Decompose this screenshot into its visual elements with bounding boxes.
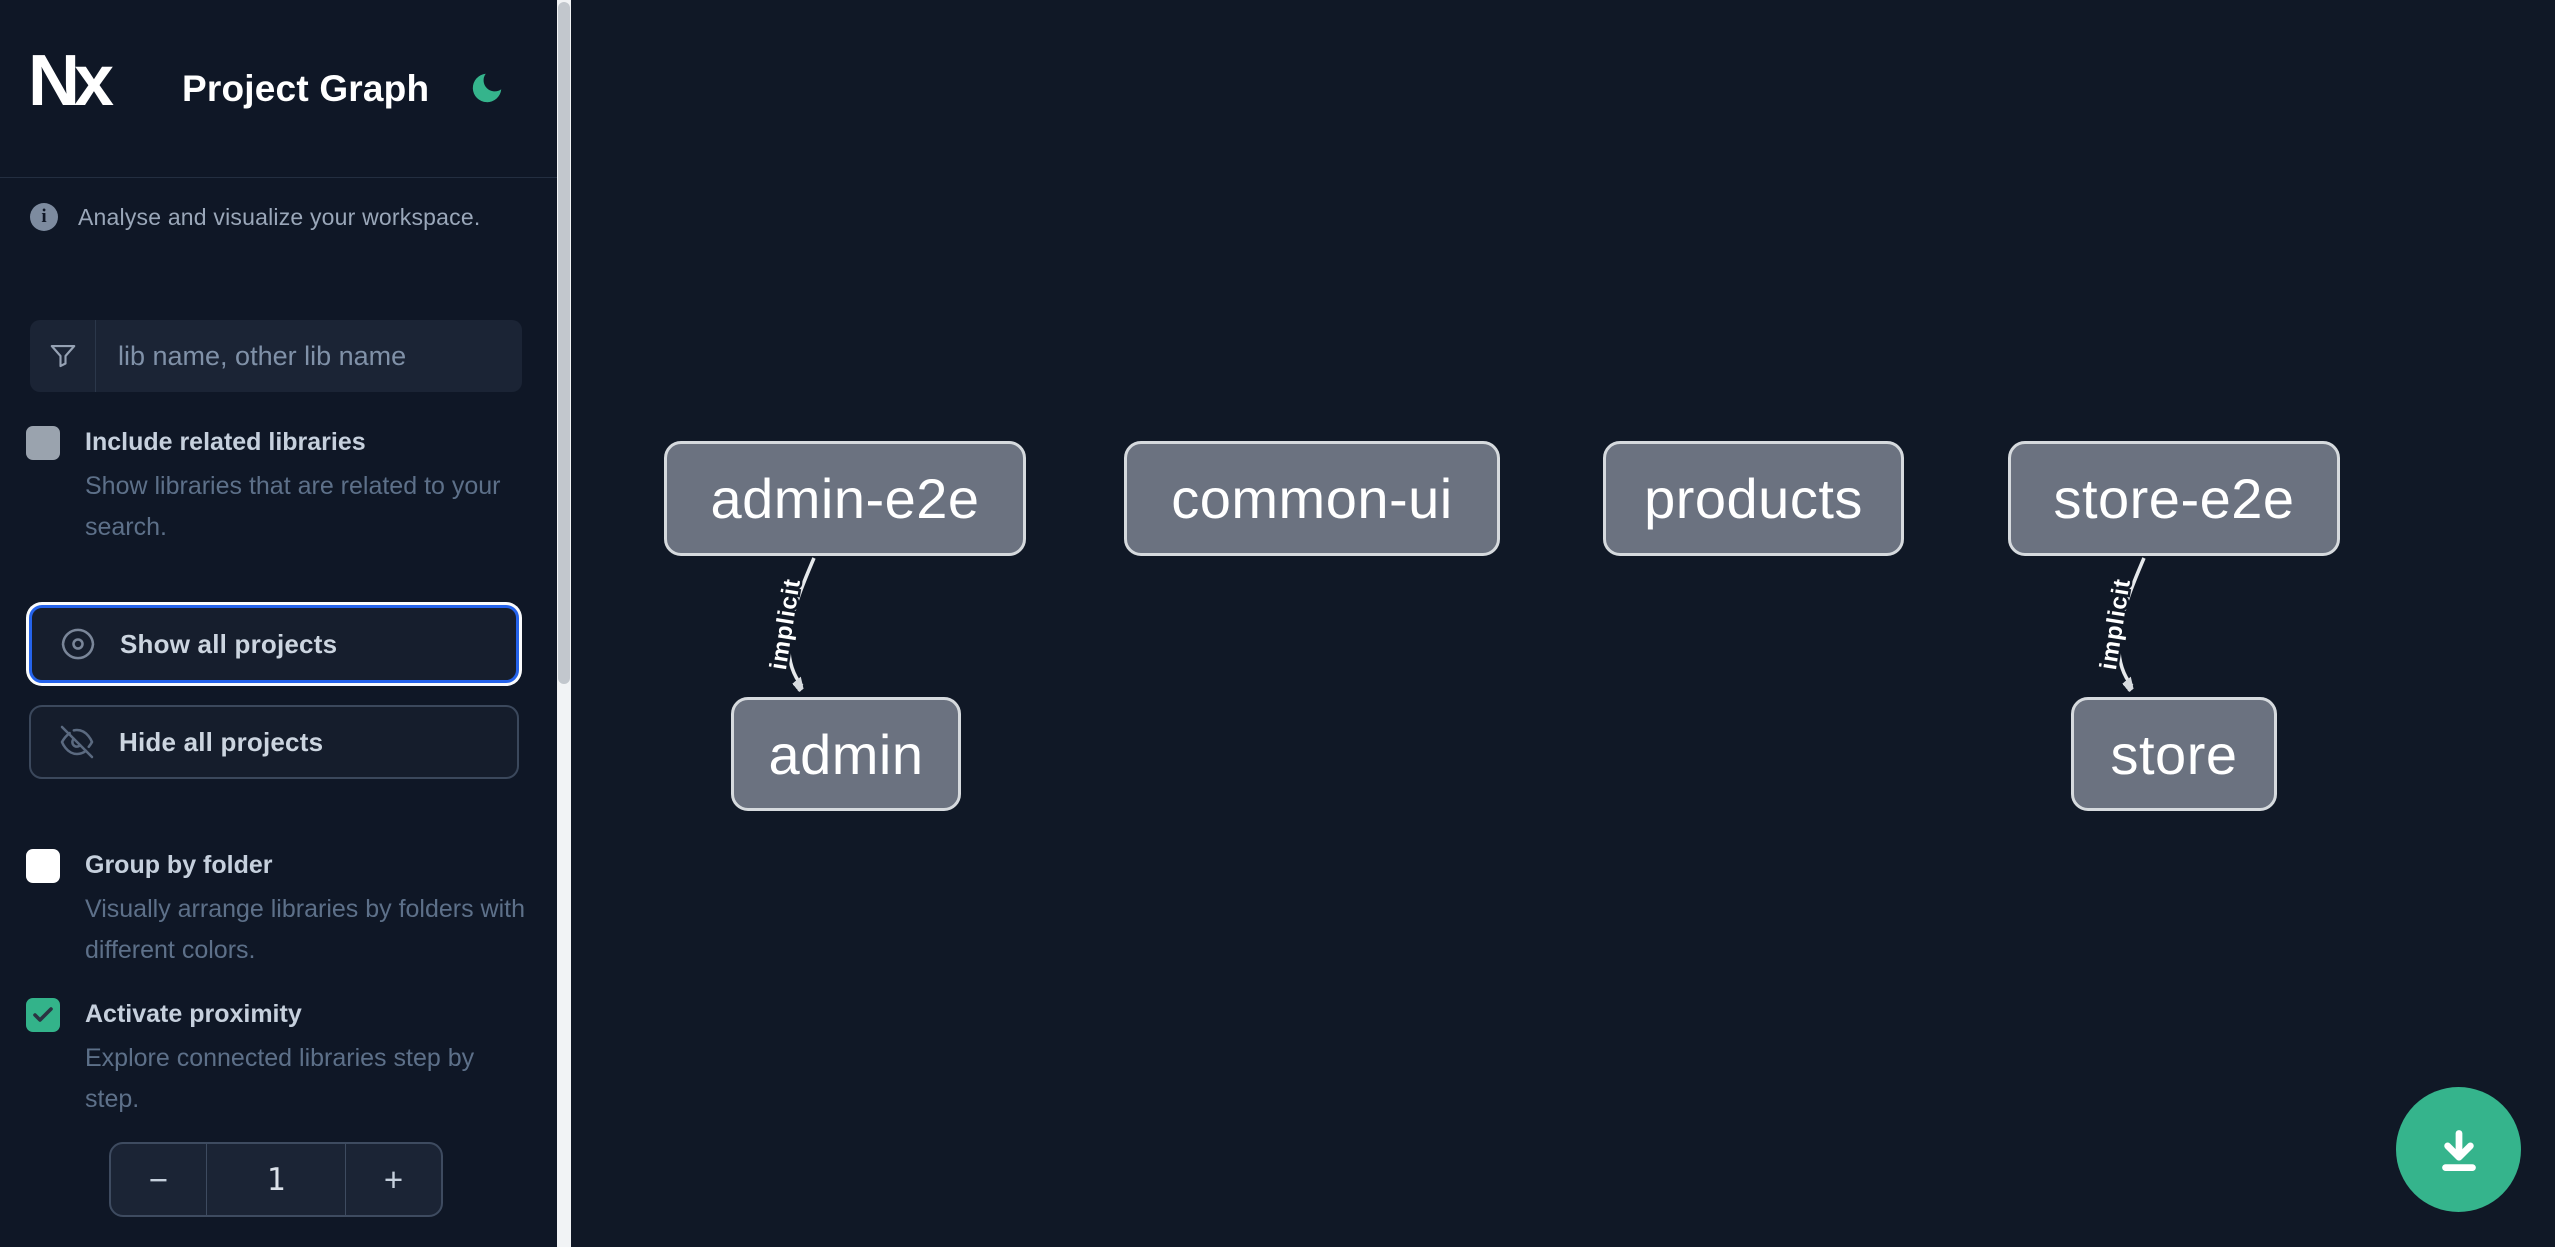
- info-icon: i: [30, 203, 58, 231]
- activate-proximity-option: Activate proximity Explore connected lib…: [26, 996, 510, 1120]
- graph-node-products[interactable]: products: [1603, 441, 1904, 556]
- sidebar-scrollbar-track[interactable]: [557, 0, 571, 1247]
- include-related-description: Show libraries that are related to your …: [85, 472, 501, 541]
- activate-proximity-checkbox[interactable]: [26, 998, 60, 1032]
- proximity-increment-button[interactable]: +: [345, 1144, 441, 1215]
- sidebar-header: Nx Project Graph: [0, 0, 557, 178]
- group-by-folder-label: Group by folder: [85, 851, 273, 879]
- edge-label-implicit: implicit: [2095, 577, 2136, 672]
- download-icon: [2441, 1129, 2476, 1171]
- graph-node-store[interactable]: store: [2071, 697, 2277, 811]
- library-filter-input[interactable]: [96, 320, 522, 392]
- edge-label-implicit: implicit: [765, 577, 806, 672]
- include-related-label: Include related libraries: [85, 428, 366, 456]
- workspace-info: i Analyse and visualize your workspace.: [30, 203, 480, 231]
- filter-search-box: [30, 320, 522, 392]
- include-related-libraries-option: Include related libraries Show libraries…: [26, 424, 565, 548]
- page-title: Project Graph: [182, 68, 430, 109]
- edge-admin-e2e-to-admin: [787, 557, 816, 686]
- edge-store-e2e-to-store: [2117, 557, 2146, 686]
- proximity-depth-value: 1: [266, 1161, 286, 1198]
- eye-off-icon: [60, 725, 94, 759]
- activate-proximity-label: Activate proximity: [85, 1000, 302, 1028]
- sidebar-scrollbar-thumb[interactable]: [558, 2, 570, 684]
- show-all-projects-label: Show all projects: [120, 628, 338, 659]
- group-by-folder-description: Visually arrange libraries by folders wi…: [85, 895, 526, 964]
- proximity-depth-counter: − 1 +: [109, 1142, 443, 1217]
- graph-node-admin-e2e[interactable]: admin-e2e: [664, 441, 1026, 556]
- info-text: Analyse and visualize your workspace.: [78, 203, 481, 230]
- group-by-folder-option: Group by folder Visually arrange librari…: [26, 847, 525, 971]
- download-image-button[interactable]: [2396, 1087, 2521, 1212]
- moon-icon: [472, 73, 502, 102]
- eye-icon: [61, 628, 95, 660]
- group-by-folder-checkbox[interactable]: [26, 849, 60, 883]
- graph-node-store-e2e[interactable]: store-e2e: [2008, 441, 2340, 556]
- graph-node-admin[interactable]: admin: [731, 697, 961, 811]
- show-all-projects-button[interactable]: Show all projects: [29, 605, 519, 683]
- activate-proximity-description: Explore connected libraries step by step…: [85, 1044, 475, 1113]
- include-related-checkbox[interactable]: [26, 426, 60, 460]
- theme-toggle-button[interactable]: [466, 68, 508, 110]
- nx-logo: Nx: [28, 41, 114, 121]
- sidebar: Nx Project Graph i Analyse and visualize…: [0, 0, 571, 1247]
- checkmark-icon: [33, 1007, 53, 1022]
- hide-all-projects-label: Hide all projects: [119, 726, 324, 757]
- hide-all-projects-button[interactable]: Hide all projects: [29, 705, 519, 779]
- graph-node-common-ui[interactable]: common-ui: [1124, 441, 1500, 556]
- proximity-decrement-button[interactable]: −: [111, 1144, 207, 1215]
- filter-funnel-icon: [30, 320, 96, 392]
